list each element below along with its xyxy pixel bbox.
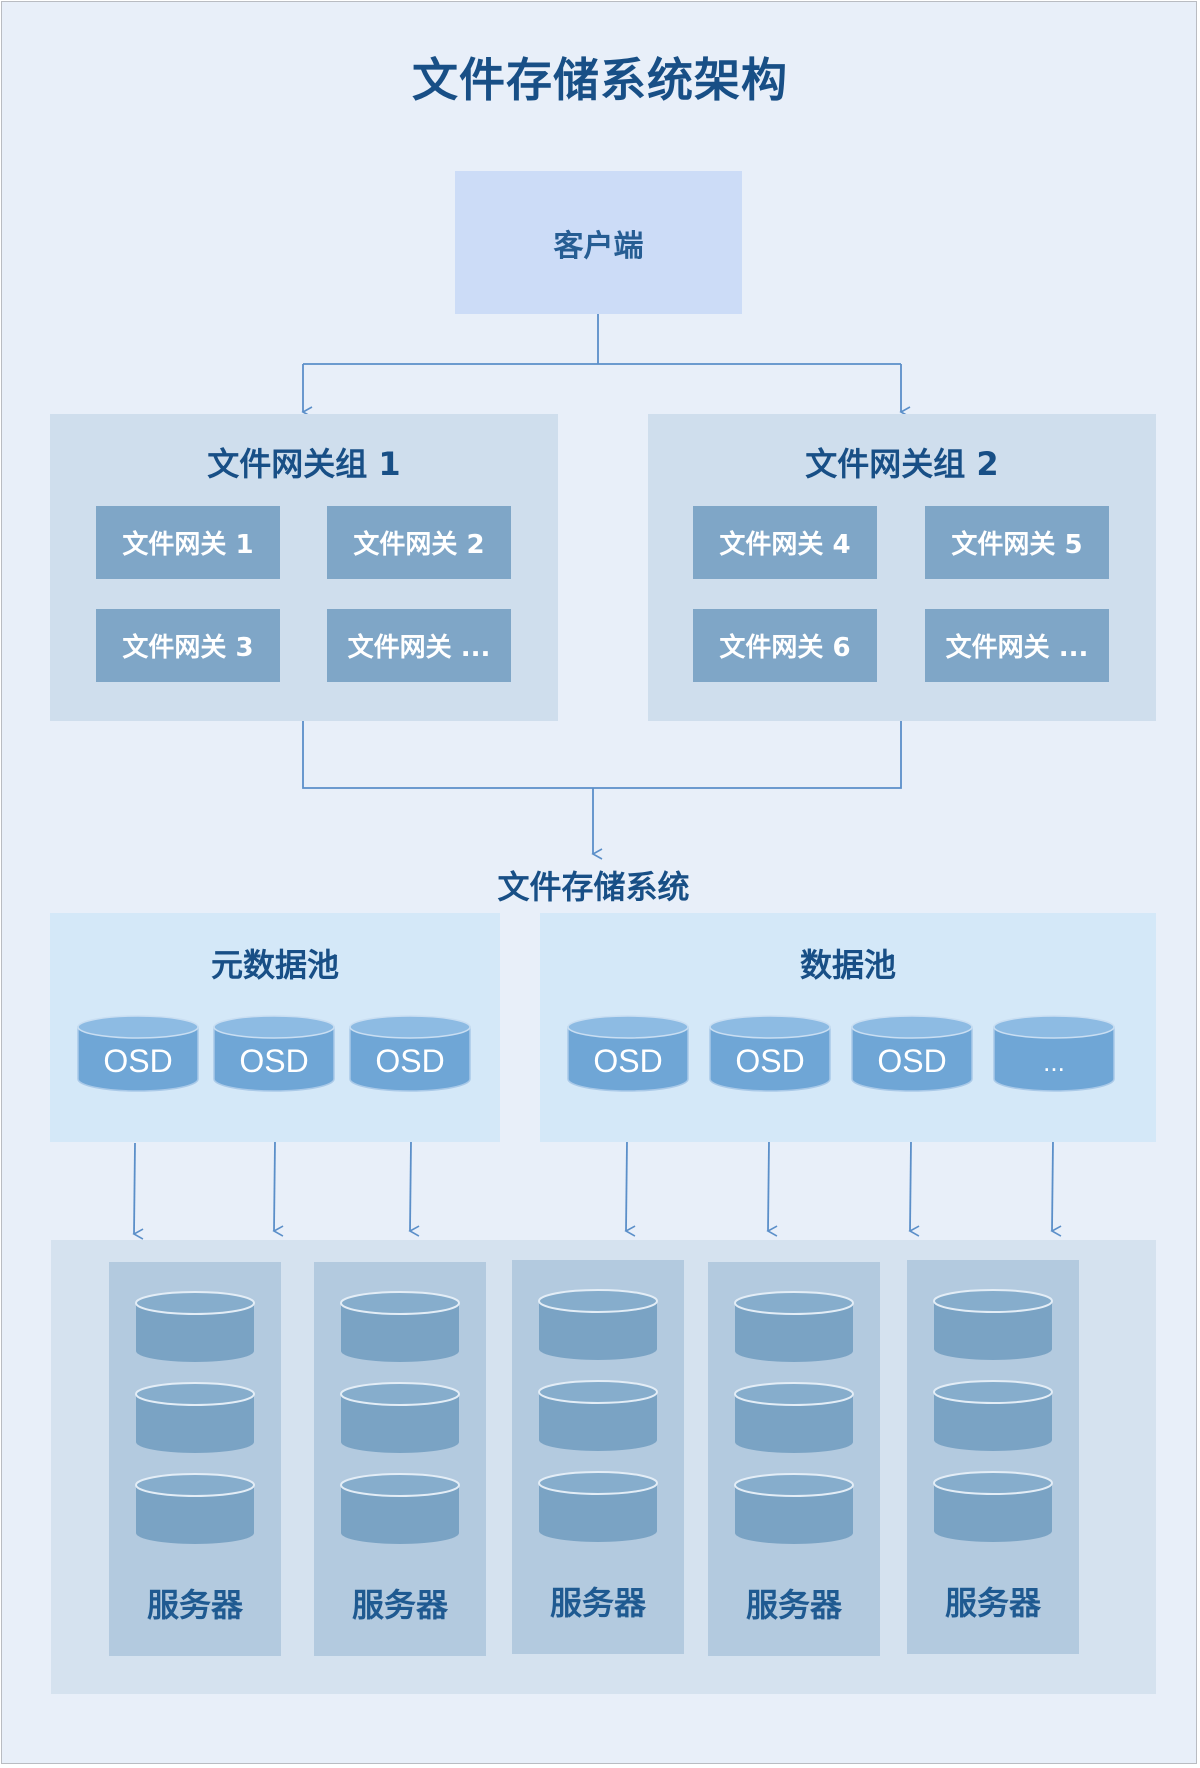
- osd-label: OSD: [103, 1043, 173, 1079]
- arrow-osd-6: [908, 1140, 920, 1237]
- cylinder-icon: [349, 1015, 471, 1092]
- osd-label: OSD: [375, 1043, 445, 1079]
- osd-cylinder: OSD: [850, 1015, 974, 1093]
- disk-icon: [933, 1471, 1053, 1542]
- gateway-box: 文件网关 ...: [327, 609, 511, 682]
- gateway-box: 文件网关 1: [96, 506, 280, 579]
- server-label: 服务器: [351, 1586, 448, 1624]
- cylinder-icon: [77, 1015, 199, 1092]
- data-pool: 数据池 OSD OSD OSD: [540, 913, 1156, 1142]
- pool-title: 数据池: [799, 946, 896, 984]
- osd-label: OSD: [239, 1043, 309, 1079]
- gateway-box: 文件网关 ...: [925, 609, 1109, 682]
- gateway-box: 文件网关 4: [693, 506, 877, 579]
- cylinder-icon: [567, 1015, 689, 1092]
- pool-title: 元数据池: [210, 946, 339, 984]
- connector-groups-bus: [302, 721, 902, 789]
- disk-icon: [340, 1382, 460, 1453]
- cylinder-icon: [213, 1015, 335, 1092]
- disk-icon: [538, 1380, 658, 1451]
- osd-cylinder: OSD: [348, 1015, 472, 1093]
- osd-label: OSD: [735, 1043, 805, 1079]
- server: 服务器: [314, 1262, 486, 1656]
- gateway-box: 文件网关 2: [327, 506, 511, 579]
- osd-label: OSD: [877, 1043, 947, 1079]
- disk-icon: [734, 1291, 854, 1362]
- server: 服务器: [109, 1262, 281, 1656]
- server: 服务器: [708, 1262, 880, 1656]
- metadata-pool: 元数据池 OSD OSD OSD: [50, 913, 500, 1142]
- arrow-osd-4: [624, 1140, 636, 1237]
- arrow-osd-3: [408, 1140, 420, 1237]
- osd-cylinder: ...: [992, 1015, 1116, 1093]
- disk-icon: [538, 1289, 658, 1360]
- server-label: 服务器: [944, 1584, 1041, 1622]
- gateway-group-1: 文件网关组 1 文件网关 1 文件网关 2 文件网关 3 文件网关 ...: [50, 414, 558, 721]
- cylinder-icon: [709, 1015, 831, 1092]
- gateway-box: 文件网关 6: [693, 609, 877, 682]
- cylinder-icon: [851, 1015, 973, 1092]
- cylinder-icon: [993, 1015, 1115, 1092]
- gateway-box: 文件网关 3: [96, 609, 280, 682]
- disk-icon: [135, 1382, 255, 1453]
- osd-cylinder: OSD: [708, 1015, 832, 1093]
- gateway-group-title: 文件网关组 1: [207, 445, 401, 483]
- disk-icon: [538, 1471, 658, 1542]
- disk-icon: [734, 1382, 854, 1453]
- disk-icon: [340, 1291, 460, 1362]
- diagram-title: 文件存储系统架构: [412, 53, 788, 107]
- osd-label: ...: [1043, 1047, 1065, 1077]
- gateway-group-title: 文件网关组 2: [805, 445, 999, 483]
- disk-icon: [734, 1473, 854, 1544]
- disk-icon: [135, 1291, 255, 1362]
- osd-cylinder: OSD: [566, 1015, 690, 1093]
- file-storage-system-label: 文件存储系统: [497, 868, 690, 906]
- gateway-box: 文件网关 5: [925, 506, 1109, 579]
- disk-icon: [933, 1289, 1053, 1360]
- server-label: 服务器: [549, 1584, 646, 1622]
- disk-icon: [340, 1473, 460, 1544]
- server: 服务器: [907, 1260, 1079, 1654]
- server: 服务器: [512, 1260, 684, 1654]
- arrow-osd-5: [766, 1140, 778, 1237]
- arrow-osd-1: [132, 1142, 144, 1240]
- arrow-osd-2: [272, 1140, 284, 1237]
- disk-icon: [135, 1473, 255, 1544]
- client-box: 客户端: [455, 171, 742, 314]
- arrow-osd-7: [1050, 1140, 1062, 1237]
- disk-icon: [933, 1380, 1053, 1451]
- osd-label: OSD: [593, 1043, 663, 1079]
- gateway-group-2: 文件网关组 2 文件网关 4 文件网关 5 文件网关 6 文件网关 ...: [648, 414, 1156, 721]
- server-label: 服务器: [745, 1586, 842, 1624]
- server-label: 服务器: [146, 1586, 243, 1624]
- osd-cylinder: OSD: [212, 1015, 336, 1093]
- osd-cylinder: OSD: [76, 1015, 200, 1093]
